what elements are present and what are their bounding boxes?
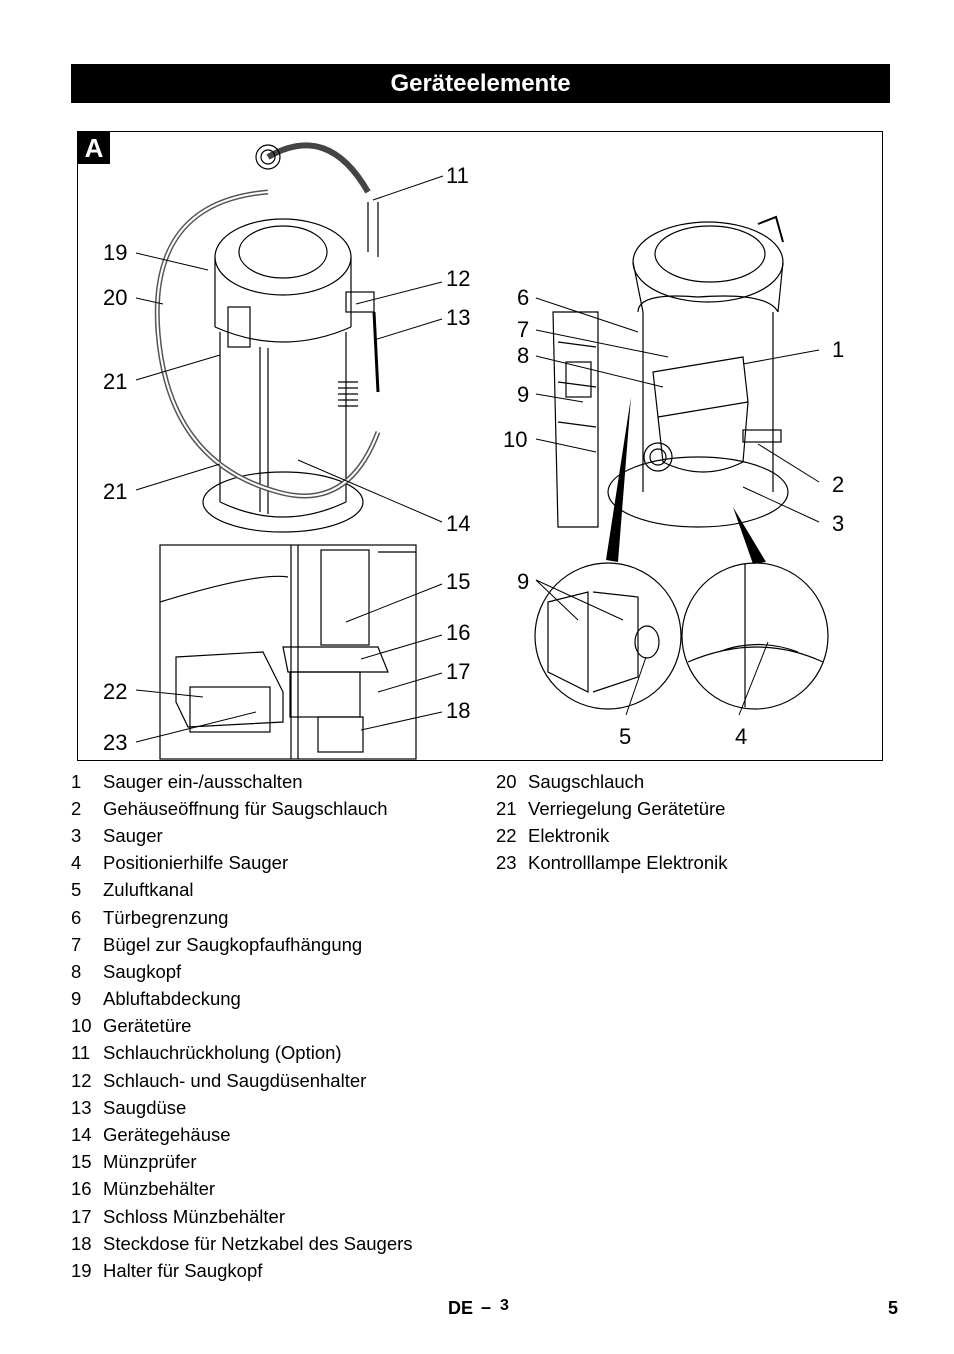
callout-11: 11 [446, 163, 469, 188]
callout-18: 18 [446, 698, 471, 723]
callout-17: 17 [446, 659, 471, 684]
footer-language: DE [448, 1298, 474, 1318]
open-cabinet-drawing [534, 215, 829, 710]
callout-21b: 21 [103, 479, 128, 504]
callout-10: 10 [503, 427, 528, 452]
figure-a: A 11 19 12 20 13 21 21 14 15 16 22 17 18… [77, 131, 883, 761]
callout-13: 13 [446, 305, 471, 330]
callout-21a: 21 [103, 369, 128, 394]
page-title: Geräteelemente [71, 64, 890, 103]
callout-5: 5 [619, 724, 632, 749]
footer-section-page: 3 [500, 1297, 509, 1314]
callout-23: 23 [103, 730, 128, 755]
callout-7: 7 [517, 317, 530, 342]
callout-3: 3 [832, 511, 845, 536]
callout-14: 14 [446, 511, 471, 536]
callout-9b: 9 [517, 569, 530, 594]
callout-12: 12 [446, 266, 471, 291]
cabinet-drawing [154, 142, 381, 533]
callout-1: 1 [832, 337, 845, 362]
callout-8: 8 [517, 343, 530, 368]
footer-page-number: 5 [888, 1298, 899, 1318]
figure-letter: A [78, 132, 110, 164]
leader-lines [135, 175, 820, 743]
detail-electronics-drawing [159, 544, 417, 760]
callout-19: 19 [103, 240, 128, 265]
callout-2: 2 [832, 472, 845, 497]
callout-16: 16 [446, 620, 471, 645]
callout-9a: 9 [517, 382, 530, 407]
callout-4: 4 [735, 724, 748, 749]
callout-22: 22 [103, 679, 128, 704]
footer-dash: – [481, 1297, 492, 1317]
device-illustration [135, 142, 829, 760]
callout-20: 20 [103, 285, 128, 310]
callout-15: 15 [446, 569, 471, 594]
callout-6: 6 [517, 285, 530, 310]
